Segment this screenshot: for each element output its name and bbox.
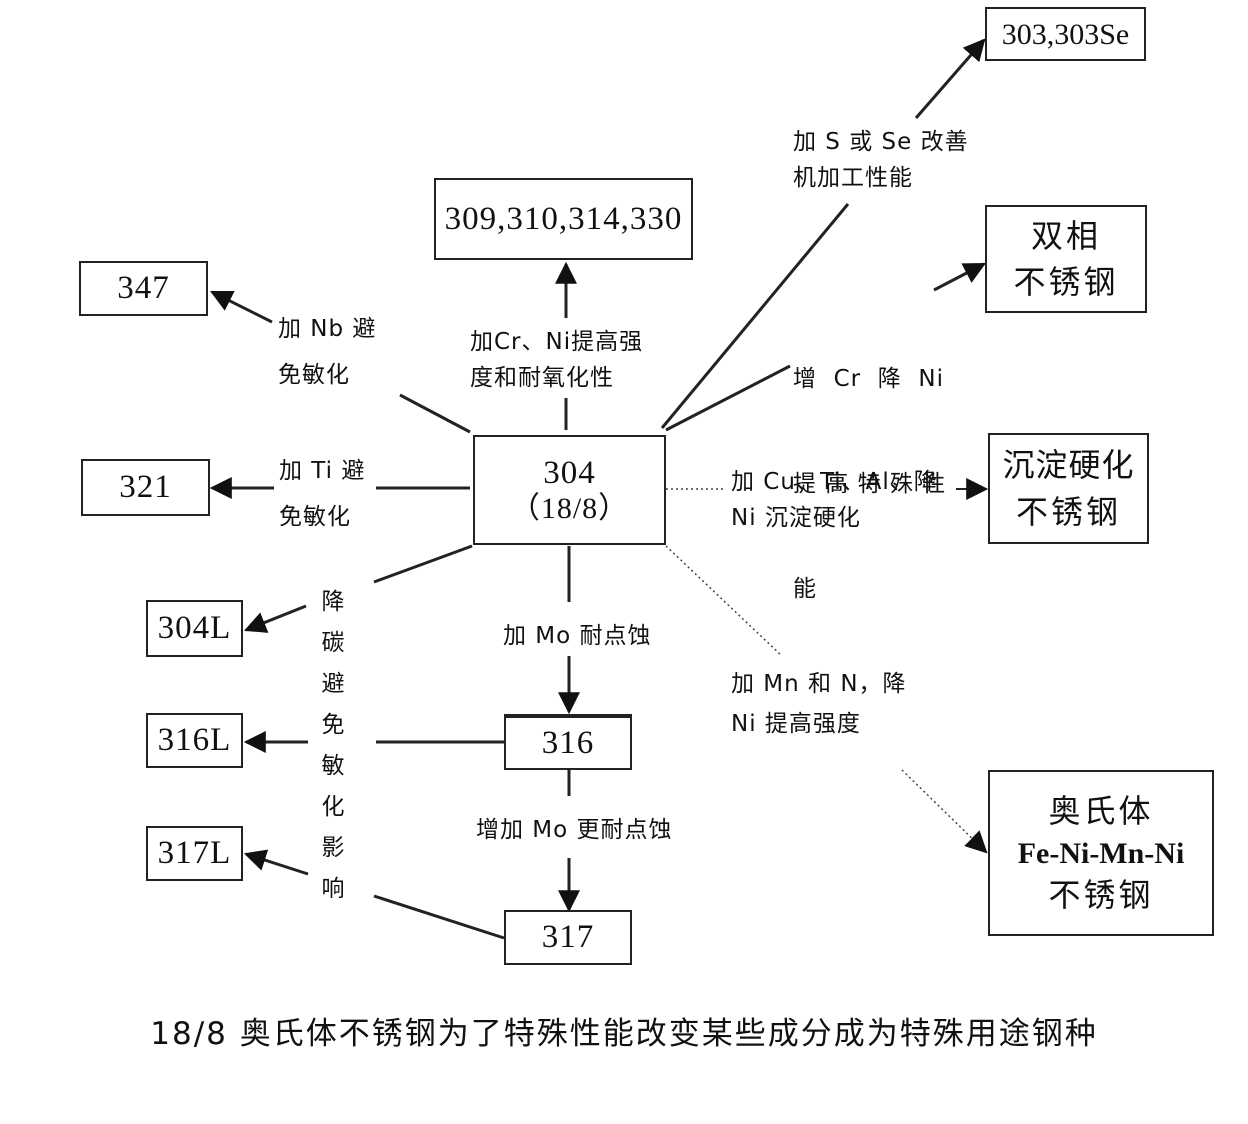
label-low-carbon-char: 影 (321, 835, 345, 861)
label-cu-ti-al: 加 Cu、Ti、Al、降 Ni 沉淀硬化 (731, 464, 938, 536)
box-precip-line2: 不锈钢 (1015, 492, 1121, 531)
line-304-to-347 (399, 393, 471, 434)
line-304-to-303 (660, 203, 850, 429)
label-more-mo: 增加 Mo 更耐点蚀 (476, 812, 673, 848)
box-precipitation-hardening: 沉淀硬化 不锈钢 (988, 433, 1149, 544)
label-nb-line2: 免敏化 (278, 362, 350, 388)
box-316: 316 (504, 714, 632, 770)
label-duplex-line2: 提 高 特 殊 性 (793, 471, 947, 497)
box-303: 303,303Se (985, 7, 1146, 61)
box-317l: 317L (146, 826, 243, 881)
arrow-to-austenite (901, 769, 988, 854)
box-304: 304 （18/8） (473, 435, 666, 545)
line-304-to-lowc (373, 544, 473, 584)
box-347-text: 347 (117, 270, 170, 307)
label-mn-n: 加 Mn 和 N，降 Ni 提高强度 (731, 664, 907, 744)
box-321: 321 (81, 459, 210, 516)
line-304-to-duplex (665, 364, 791, 432)
figure-caption: 18/8 奥氏体不锈钢为了特殊性能改变某些成分成为特殊用途钢种 (150, 1016, 1098, 1052)
box-317-text: 317 (541, 919, 595, 956)
label-low-carbon-char: 碳 (321, 630, 345, 656)
label-ti-line2: 免敏化 (279, 504, 351, 530)
box-303-text: 303,303Se (1001, 17, 1130, 51)
label-cr-ni-strength: 加Cr、Ni提高强 度和耐氧化性 (470, 324, 643, 396)
box-austenite-line1: 奥氏体 (1048, 792, 1154, 831)
label-low-carbon-char: 敏 (321, 753, 345, 779)
box-304l: 304L (146, 600, 243, 657)
box-316l: 316L (146, 713, 243, 768)
label-s-se-line2: 机加工性能 (793, 165, 913, 191)
box-austenite-line2: Fe-Ni-Mn-Ni (1017, 836, 1185, 870)
label-duplex-line3: 能 (793, 576, 817, 602)
label-mn-n-line1: 加 Mn 和 N，降 (731, 671, 907, 697)
box-347: 347 (79, 261, 208, 316)
label-low-carbon-char: 降 (321, 589, 345, 615)
box-austenitic-fe-ni-mn: 奥氏体 Fe-Ni-Mn-Ni 不锈钢 (988, 770, 1214, 936)
label-cu-ti-al-line1: 加 Cu、Ti、Al、降 (731, 469, 938, 495)
label-cr-ni-duplex: 增 Cr 降 Ni 提 高 特 殊 性 能 (793, 292, 946, 642)
arrow-to-317l (243, 849, 309, 876)
arrow-to-347 (210, 290, 273, 324)
label-nb: 加 Nb 避 免敏化 (278, 306, 376, 398)
box-321-text: 321 (119, 469, 172, 506)
label-ti: 加 Ti 避 免敏化 (279, 448, 365, 540)
box-304-ratio: （18/8） (509, 491, 630, 525)
label-s-se: 加 S 或 Se 改善 机加工性能 (793, 124, 969, 196)
label-low-carbon: 降 碳 避 免 敏 化 影 响 (318, 582, 348, 910)
box-309-310-314-330: 309,310,314,330 (434, 178, 693, 260)
label-cr-ni-line1: 加Cr、Ni提高强 (470, 329, 644, 355)
box-317: 317 (504, 910, 632, 965)
arrow-to-304l (243, 604, 307, 633)
label-s-se-line1: 加 S 或 Se 改善 (793, 129, 969, 155)
box-duplex-line2: 不锈钢 (1013, 263, 1119, 301)
label-mo-text: 加 Mo 耐点蚀 (503, 623, 652, 649)
box-304-number: 304 (543, 455, 596, 492)
label-cr-ni-line2: 度和耐氧化性 (470, 365, 614, 391)
label-nb-line1: 加 Nb 避 (278, 316, 377, 342)
box-304l-text: 304L (157, 610, 232, 647)
box-316-text: 316 (541, 724, 595, 761)
line-304-to-austenite (665, 545, 783, 657)
label-more-mo-text: 增加 Mo 更耐点蚀 (476, 817, 673, 843)
arrow-to-303 (914, 38, 986, 119)
label-low-carbon-char: 响 (321, 876, 345, 902)
label-ti-line1: 加 Ti 避 (279, 458, 366, 484)
label-cu-ti-al-line2: Ni 沉淀硬化 (731, 505, 861, 531)
box-precip-line1: 沉淀硬化 (1002, 446, 1135, 485)
box-duplex-line1: 双相 (1030, 216, 1101, 255)
line-317-to-lowc (373, 894, 505, 940)
label-mn-n-line2: Ni 提高强度 (731, 711, 861, 737)
label-low-carbon-char: 避 (321, 671, 345, 697)
label-low-carbon-char: 免 (321, 712, 345, 738)
label-mo: 加 Mo 耐点蚀 (503, 618, 652, 654)
label-duplex-line1: 增 Cr 降 Ni (793, 366, 944, 392)
box-317l-text: 317L (157, 835, 232, 872)
arrow-to-duplex (933, 262, 986, 292)
label-low-carbon-char: 化 (321, 794, 345, 820)
box-316l-text: 316L (157, 722, 232, 759)
box-309-text: 309,310,314,330 (444, 200, 683, 237)
box-duplex-stainless: 双相 不锈钢 (985, 205, 1147, 313)
box-austenite-line3: 不锈钢 (1048, 875, 1154, 914)
